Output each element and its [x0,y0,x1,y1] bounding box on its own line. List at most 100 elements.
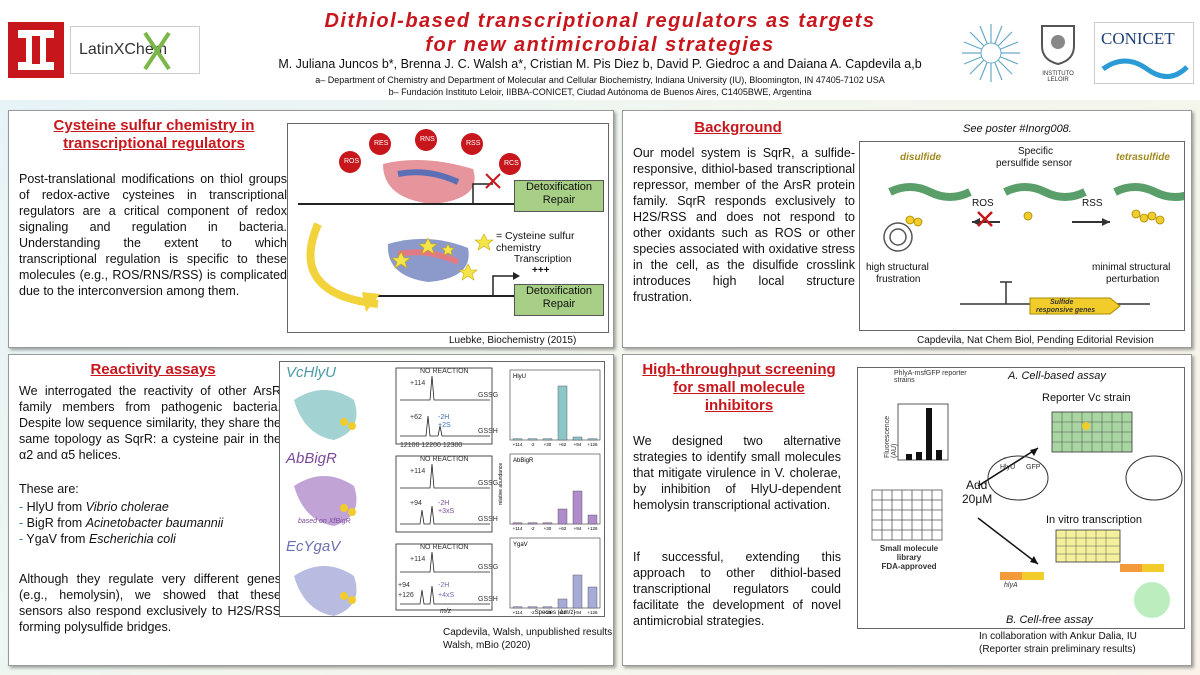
tick-label: +94 [574,442,582,447]
bar [512,606,523,609]
bar [557,385,568,441]
list-item: HlyU from Vibrio cholerae [19,499,281,515]
tick-label: +62 [559,610,567,615]
tick-label: +94 [574,610,582,615]
gssh-2: GSSH [478,516,498,523]
add-label: Add [966,478,988,492]
mass-2s: +2S [438,422,451,429]
protein-ecygav: EcYgaV [286,538,341,555]
tick-label: +30 [544,442,552,447]
ros-label: ROS [344,158,360,165]
tick-label: +30 [544,610,552,615]
panel4-text1: We designed two alternative strategies t… [633,434,841,512]
cys-legend: = Cysteine sulfur chemistry [496,230,575,254]
no-reaction-2: NO REACTION [420,456,469,463]
tick-label: +126 [587,610,598,615]
bar-chart-frame [509,537,601,609]
bar-chart-title: HlyU [513,374,526,380]
panel4-figure: PhlyA-msfGFP reporter strains Fluorescen… [857,367,1185,629]
bar [572,574,583,609]
res-bubble [369,133,391,155]
panel1-text: Post-translational modifications on thio… [19,172,287,298]
bar-chart-title: AbBigR [513,458,534,464]
panel3-title: Reactivity assays [90,361,216,378]
invitro-label: In vitro transcription [1046,514,1142,526]
see-poster: See poster #Inorg008. [963,123,1072,135]
mass-114-3: +114 [410,556,426,563]
bar-chart-frame [509,453,601,525]
rcs-bubble [499,153,521,175]
panel4-caption2: (Reporter strain preliminary results) [979,644,1136,655]
cellfree-label: B. Cell-free assay [1006,614,1093,626]
cell-assay-label: A. Cell-based assay [1008,370,1106,382]
gssg-1: GSSG [478,392,499,399]
conicet-logo: CONICET [1094,22,1194,84]
list-item: BigR from Acinetobacter baumannii [19,515,281,531]
poster-title-line1: Dithiol-based transcriptional regulators… [324,10,876,32]
gfp-label: GFP [1026,464,1041,471]
bar [512,438,523,441]
no-reaction-1: NO REACTION [420,368,469,375]
high-frustration-1: high structural [866,262,929,273]
mass-3xs-1: +3xS [438,508,455,515]
rss-arrow-label: RSS [1082,198,1103,209]
mass-4xs: +4xS [438,592,455,599]
affiliation-a: a– Department of Chemistry and Departmen… [315,75,885,85]
authors: M. Juliana Juncos b*, Brenna J. C. Walsh… [278,57,922,71]
concentration-label: 20μM [962,492,993,506]
panel-reactivity: Reactivity assays We interrogated the re… [8,354,614,666]
panel-cysteine-chemistry: Cysteine sulfur chemistry in transcripti… [8,110,614,348]
regulator-list: HlyU from Vibrio cholerae BigR from Acin… [19,499,281,547]
affiliation-b: b– Fundación Instituto Leloir, IIBBA-CON… [388,87,812,97]
protein-abbigr: AbBigR [286,450,337,467]
panel3-caption1: Capdevila, Walsh, unpublished results [443,627,613,638]
rss-bubble [461,133,483,155]
bar [542,438,553,441]
panel1-caption: Luebke, Biochemistry (2015) [449,335,577,346]
mass-2h-1: -2H [438,414,450,421]
minimal-perturbation-1: minimal structural [1092,262,1171,273]
plus-label: +++ [532,265,550,276]
persulfide-label: persulfide sensor [996,158,1073,169]
disulfide-label: disulfide [900,152,942,163]
bar-chart-frame [509,369,601,441]
bar [587,514,598,525]
tick-label: -2 [530,442,534,447]
mass-114-1: +114 [410,380,426,387]
tick-label: +126 [587,526,598,531]
mz-label: m/z [440,608,452,615]
bar [557,598,568,609]
panel-screening: High-throughput screening for small mole… [622,354,1192,666]
panel2-caption: Capdevila, Nat Chem Biol, Pending Editor… [917,335,1154,346]
hlyu-label: HlyU [1000,464,1016,471]
sunburst-logo [962,24,1020,82]
gssh-3: GSSH [478,596,498,603]
reporter-label: PhlyA-msfGFP reporter strains [894,370,967,384]
ros-bubble [339,151,361,173]
bar [572,490,583,525]
gssg-3: GSSG [478,564,499,571]
protein-vchlyu: VcHlyU [286,364,337,381]
panel3-these-are: These are: [19,482,79,496]
bar [587,586,598,609]
mass-94-2: +94 [398,582,410,589]
tick-label: +62 [559,526,567,531]
sulfide-genes-1: Sulfide [1050,299,1074,306]
tick-label: +62 [559,442,567,447]
bar [527,522,538,525]
panel2-figure: disulfide Specific persulfide sensor tet… [859,141,1185,331]
gssg-2: GSSG [478,480,499,487]
mass-114-2: +114 [410,468,426,475]
mz-ticks: 12100 12200 12300 [400,442,463,449]
rns-label: RNS [420,136,435,143]
x-axis-label: Species (Δm/z) [535,610,576,616]
rcs-label: RCS [504,160,519,167]
no-reaction-3: NO REACTION [420,544,469,551]
latinxchem-logo: LatinXChem [70,26,200,74]
based-on-label: based on XfBigR [298,518,351,525]
high-frustration-2: frustration [876,274,921,285]
reporter-vc-label: Reporter Vc strain [1042,392,1131,404]
